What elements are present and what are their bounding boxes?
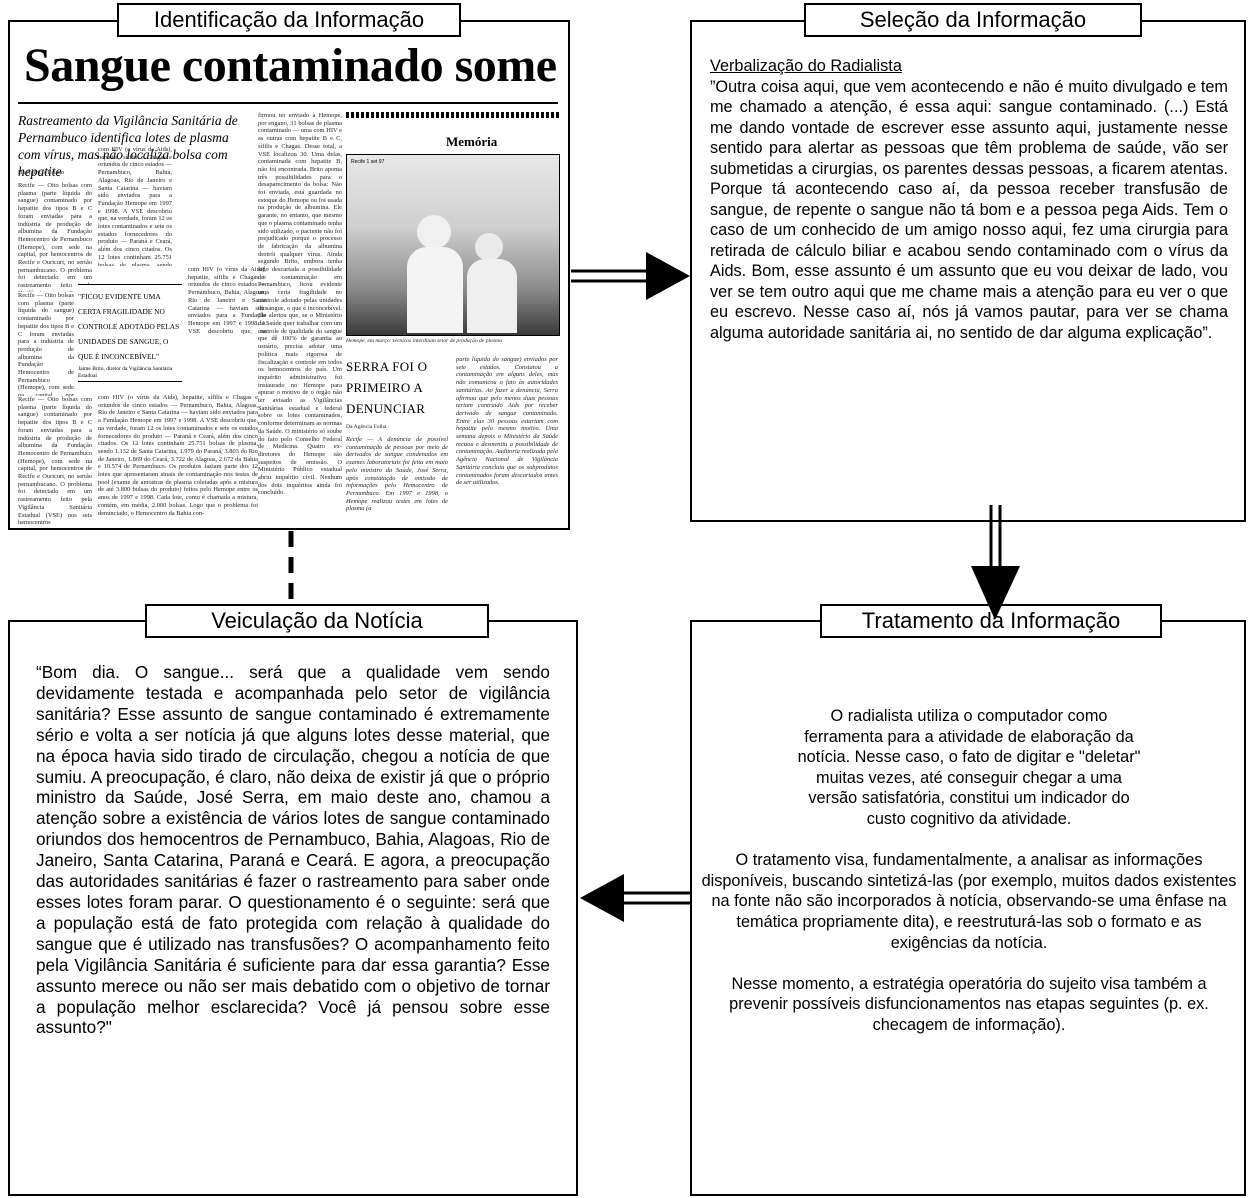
memoria-top-rule — [346, 112, 561, 118]
headline-rule — [18, 102, 558, 104]
arrow-identificacao-to-selecao — [571, 252, 690, 300]
veiculacao-text: “Bom dia. O sangue... será que a qualida… — [36, 662, 550, 1038]
pull-quote-text: "Ficou evidente uma certa fragilidade no… — [78, 292, 180, 361]
newspaper-column-2c: com HIV (o vírus da Aids), hepatite, síf… — [98, 394, 258, 517]
tratamento-paragraph-1: O radialista utiliza o computador como f… — [797, 707, 1141, 828]
memoria-box: Memória Recife 1 set 97 Hemope, em março… — [346, 112, 561, 524]
newspaper-column-2: com HIV (o vírus da Aids), hepatite, síf… — [98, 146, 172, 266]
newspaper-column-1c: Recife — Oito bolsas com plasma (parte l… — [18, 292, 74, 396]
newspaper-column-1b: Recife — Oito bolsas com plasma (parte l… — [18, 396, 92, 524]
selecao-content: Verbalização do Radialista ”Outra coisa … — [710, 56, 1228, 343]
selecao-label: Verbalização do Radialista — [710, 57, 902, 75]
tratamento-content: O radialista utiliza o computador como f… — [692, 706, 1246, 1056]
photo-stamp: Recife 1 set 97 — [351, 159, 385, 165]
selecao-title: Seleção da Informação — [804, 3, 1142, 37]
newspaper-clipping: Sangue contaminado some Rastreamento da … — [18, 34, 561, 524]
selecao-text: ”Outra coisa aqui, que vem acontecendo e… — [710, 77, 1228, 342]
news-photo: Recife 1 set 97 — [346, 154, 560, 336]
newspaper-column-2b: com HIV (o vírus da Aids), hepatite, síf… — [188, 266, 266, 334]
pull-quote: "Ficou evidente uma certa fragilidade no… — [78, 284, 182, 382]
tratamento-box: O radialista utiliza o computador como f… — [690, 620, 1246, 1196]
newspaper-subhead: Rastreamento da Vigilância Sanitária de … — [18, 113, 238, 179]
tratamento-paragraph-3: Nesse momento, a estratégia operatória d… — [729, 974, 1209, 1034]
newspaper-column-1: Recife — Oito bolsas com plasma (parte l… — [18, 182, 92, 292]
newspaper-column-3: firmou ter enviado à Hemope, por engano,… — [258, 112, 342, 497]
identificacao-box: Sangue contaminado some Rastreamento da … — [8, 20, 570, 530]
serra-headline: Serra foi o primeiro a denunciar — [346, 359, 428, 416]
selecao-box: Verbalização do Radialista ”Outra coisa … — [690, 20, 1246, 522]
veiculacao-title: Veiculação da Notícia — [145, 604, 489, 638]
serra-column-1: Recife — A denúncia de possível contamin… — [346, 436, 448, 513]
arrow-selecao-to-tratamento — [971, 505, 1020, 620]
tratamento-title: Tratamento da Informação — [820, 604, 1162, 638]
tratamento-paragraph-2: O tratamento visa, fundamentalmente, a a… — [701, 851, 1237, 952]
serra-column-2: parte líquida do sangue) enviados por se… — [456, 356, 558, 487]
identificacao-title: Identificação da Informação — [117, 3, 461, 37]
veiculacao-box: “Bom dia. O sangue... será que a qualida… — [8, 620, 578, 1196]
pull-quote-author: Jaime Brito, diretor da Vigilância Sanit… — [78, 366, 173, 379]
newspaper-byline: Da Agência Estado — [18, 170, 64, 176]
photo-caption: Hemope, em março: técnicos interditam se… — [346, 338, 502, 344]
memoria-title: Memória — [446, 134, 498, 149]
newspaper-headline: Sangue contaminado some — [24, 39, 557, 92]
arrow-tratamento-to-veiculacao — [580, 874, 690, 922]
serra-byline: Da Agência Folha — [346, 424, 387, 430]
